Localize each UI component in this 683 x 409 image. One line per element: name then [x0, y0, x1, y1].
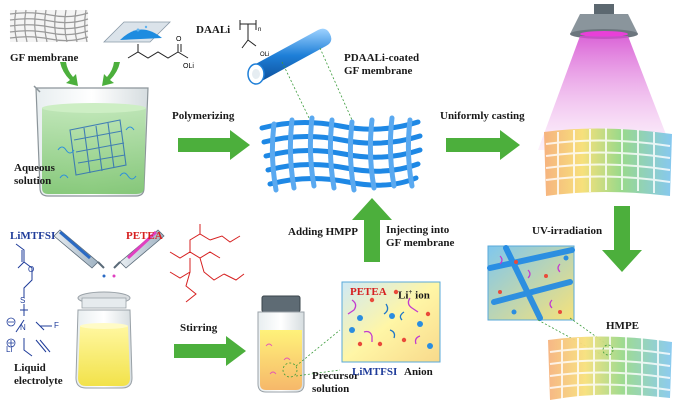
anion-label: Anion: [404, 366, 433, 378]
hmpe-label: HMPE: [606, 320, 639, 332]
drops: [102, 274, 116, 278]
stirring-label: Stirring: [180, 322, 218, 334]
uv-irradiation-arrow: [602, 206, 642, 272]
daali-o-text: O: [176, 36, 182, 43]
adding-hmpp-label: Adding HMPP: [288, 226, 358, 238]
daali-powder-icon: [103, 21, 171, 43]
stirring-arrow: [174, 336, 246, 366]
pipette-right: [113, 229, 165, 269]
limtfsi-structure: [15, 243, 52, 357]
gf-membrane-label: GF membrane: [10, 52, 79, 64]
beaker-aqueous: [33, 85, 149, 197]
daali-structure: [127, 44, 189, 59]
polymerizing-label: Polymerizing: [172, 110, 235, 122]
casting-arrow: [446, 130, 520, 160]
zoom-connector-top: [281, 47, 353, 121]
liquid-electrolyte-bottle: [75, 291, 133, 389]
uv-beam: [538, 36, 672, 150]
limtfsi-inset-label: LiMTFSI: [352, 366, 398, 378]
injecting-label-1: Injecting into: [386, 224, 450, 236]
pdaali-label-1: PDAALi-coated: [344, 52, 420, 64]
petea-structure: [169, 224, 245, 303]
limtfsi-s-text: S: [20, 296, 25, 305]
pdaali-structure: [239, 20, 257, 49]
precursor-vial: [257, 295, 305, 393]
limtfsi-label: LiMTFSI: [10, 230, 56, 242]
blue-fiber-membrane: [259, 115, 423, 193]
limtfsi-o-text: O: [28, 265, 34, 274]
limtfsi-f-text: F: [54, 321, 59, 330]
liquid-label-1: Liquid: [14, 362, 46, 374]
daali-oli-text: OLi: [183, 63, 194, 70]
injecting-arrow: [352, 198, 392, 262]
uniformly-casting-label: Uniformly casting: [440, 110, 525, 122]
li-ion-suffix: ion: [412, 289, 430, 302]
pdaali-label-2: GF membrane: [344, 65, 413, 77]
pdaali-oli-text: OLi: [260, 52, 269, 58]
casted-membrane-top: [544, 128, 672, 196]
charge-symbols: [6, 317, 16, 348]
liquid-label-2: electrolyte: [14, 375, 63, 387]
pdaali-fiber-tube: [247, 28, 332, 85]
li-ion-sup: +: [408, 288, 413, 296]
hmpe-membrane: [548, 336, 672, 400]
precursor-label-1: Precursor: [312, 370, 359, 382]
polymerizing-arrow: [178, 130, 250, 160]
uv-lamp-icon: [570, 4, 638, 39]
hmpe-inset: [487, 245, 575, 321]
li-ion-label: Li+ ion: [398, 286, 430, 302]
aqueous-label-1: Aqueous: [14, 162, 55, 174]
li-ion-text: Li: [398, 289, 409, 302]
petea-inset-label: PETEA: [350, 286, 387, 298]
injecting-label-2: GF membrane: [386, 237, 455, 249]
pdaali-n-text: n: [258, 27, 261, 33]
aqueous-label-2: solution: [14, 175, 52, 187]
limtfsi-n-text: N: [20, 323, 26, 332]
uv-irradiation-label: UV-irradiation: [532, 225, 603, 237]
daali-label: DAALi: [196, 24, 231, 36]
gf-membrane-raw: [9, 9, 89, 43]
precursor-inset: [341, 281, 441, 363]
zoom-connector-vial: [295, 329, 341, 377]
pipette-left: [53, 229, 105, 269]
feed-arrows: [60, 62, 120, 86]
petea-label: PETEA: [126, 230, 163, 242]
limtfsi-li-text: Li: [6, 345, 12, 354]
precursor-label-2: solution: [312, 383, 350, 395]
